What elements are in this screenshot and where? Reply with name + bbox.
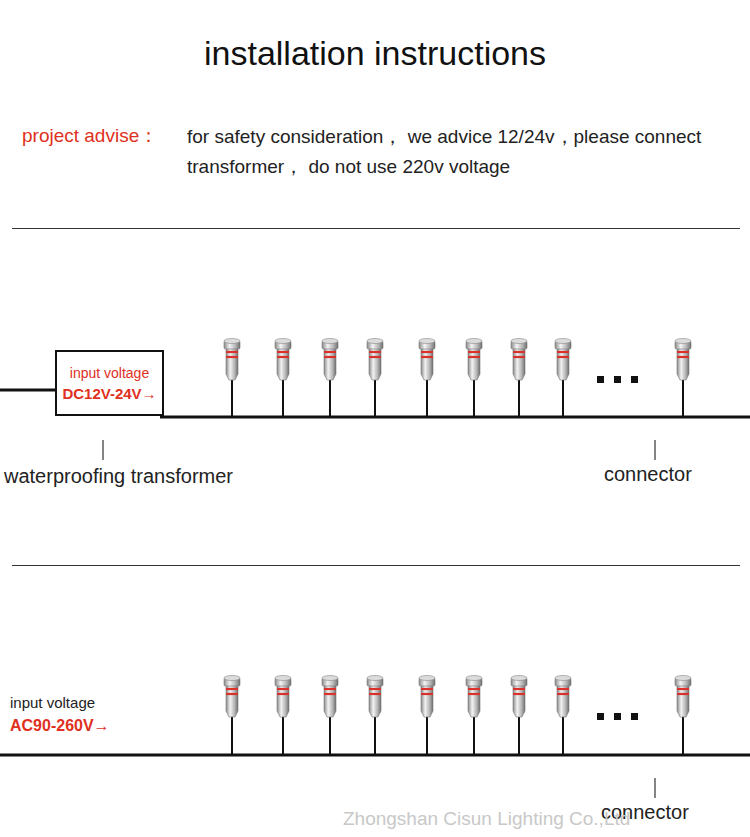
advice-heading: project advise： [22,123,158,149]
lamps-bottom [224,676,691,756]
ellipsis-dots [597,376,638,720]
advice-text: for safety consideration， we advice 12/2… [187,122,732,182]
watermark: Zhongshan Cisun Lighting Co.,Ltd [343,808,630,830]
input-label: input voltage [10,694,95,711]
callout-label: connector [604,463,692,486]
separator-lines [12,229,740,566]
voltage-label: AC90-260V→ [10,717,110,735]
title: installation instructions [0,34,750,73]
node-heading: input voltage [70,365,149,381]
transformer-box: input voltageDC12V-24V→ [55,350,164,416]
callout-label: waterproofing transformer [4,465,233,488]
leader-lines [103,440,655,798]
lamps-top [224,339,691,419]
wires [0,390,750,755]
node-value: DC12V-24V→ [62,385,156,402]
